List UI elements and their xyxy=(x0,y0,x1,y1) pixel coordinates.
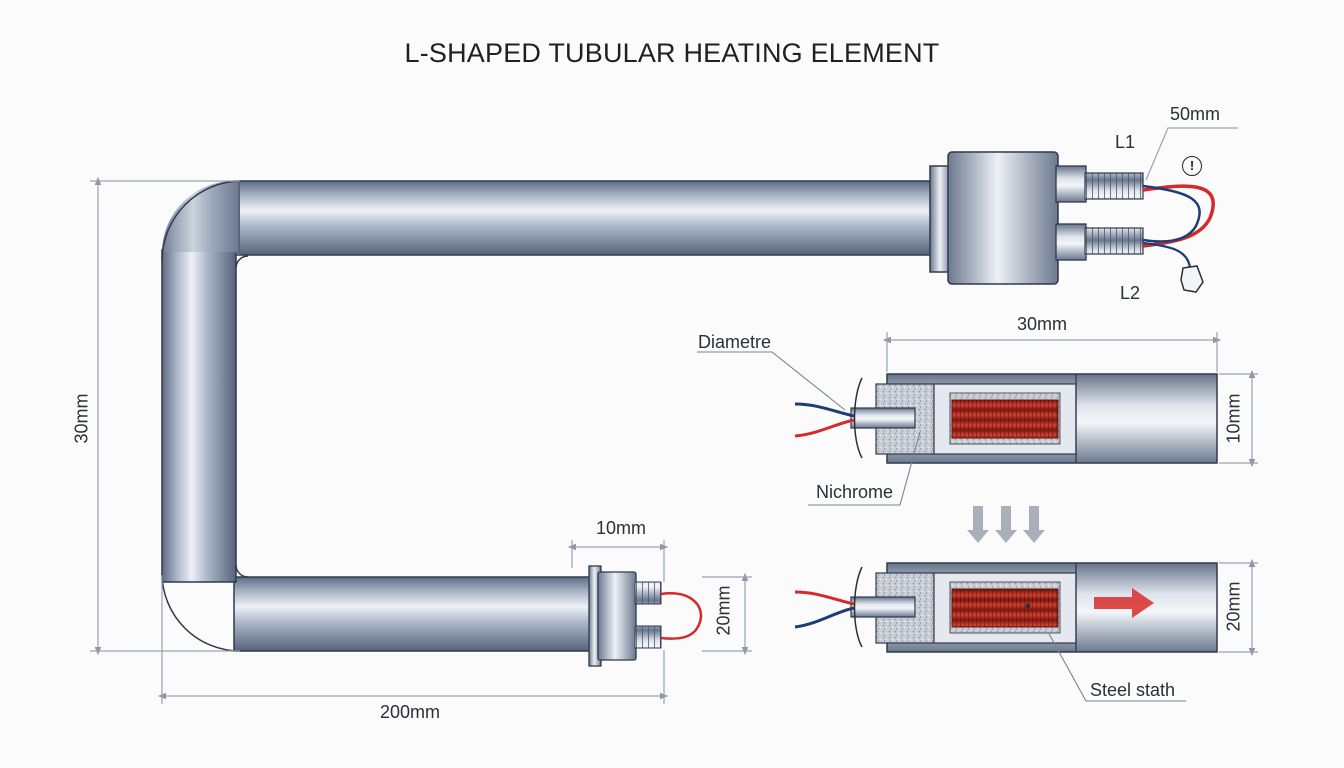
terminal-length-label: 50mm xyxy=(1170,104,1221,124)
steel-sheath-callout: Steel stath xyxy=(1090,680,1176,700)
section-length-label: 30mm xyxy=(1017,314,1068,334)
left-height-label: 30mm xyxy=(71,393,92,444)
down-arrow-icon xyxy=(967,506,989,543)
red-wire xyxy=(1142,184,1215,248)
diagram-title: L-SHAPED TUBULAR HEATING ELEMENT xyxy=(404,38,940,68)
down-arrow-icon xyxy=(1023,506,1045,543)
lower-section-height-label: 20mm xyxy=(1223,581,1244,632)
cross-section-upper xyxy=(794,373,1218,464)
ring-lug-icon xyxy=(1180,265,1204,293)
threaded-terminal-l2 xyxy=(1084,227,1144,255)
tube-top-run xyxy=(233,180,935,256)
callout-leaders xyxy=(697,351,1186,702)
down-arrow-icon xyxy=(995,506,1017,543)
threaded-terminal-l1 xyxy=(1084,172,1144,200)
upper-section-height-label: 10mm xyxy=(1223,393,1244,444)
bottom-terminal-head xyxy=(588,565,703,667)
terminal-label-l1: L1 xyxy=(1115,132,1136,152)
end-height-label: 20mm xyxy=(713,585,734,636)
info-icon: ! xyxy=(1182,156,1202,176)
tube-vertical-run xyxy=(161,249,237,583)
end-length-label: 10mm xyxy=(596,518,647,538)
l-shaped-tube xyxy=(161,180,935,652)
tube-lower-bend xyxy=(161,573,241,652)
flow-arrows-down xyxy=(967,506,1045,543)
diameter-callout: Diametre xyxy=(698,332,772,352)
nichrome-coil xyxy=(951,399,1059,439)
top-terminal-head xyxy=(929,151,1215,293)
blue-wire xyxy=(1142,184,1201,243)
tube-bottom-run xyxy=(233,576,599,652)
tube-upper-bend xyxy=(161,180,241,261)
cross-section-lower xyxy=(794,562,1218,653)
nichrome-callout: Nichrome xyxy=(816,482,894,502)
heat-flow-arrow-icon xyxy=(1094,588,1154,618)
terminal-label-l2: L2 xyxy=(1120,283,1141,303)
bottom-width-label: 200mm xyxy=(380,702,441,722)
dimension-lines xyxy=(90,127,1258,704)
